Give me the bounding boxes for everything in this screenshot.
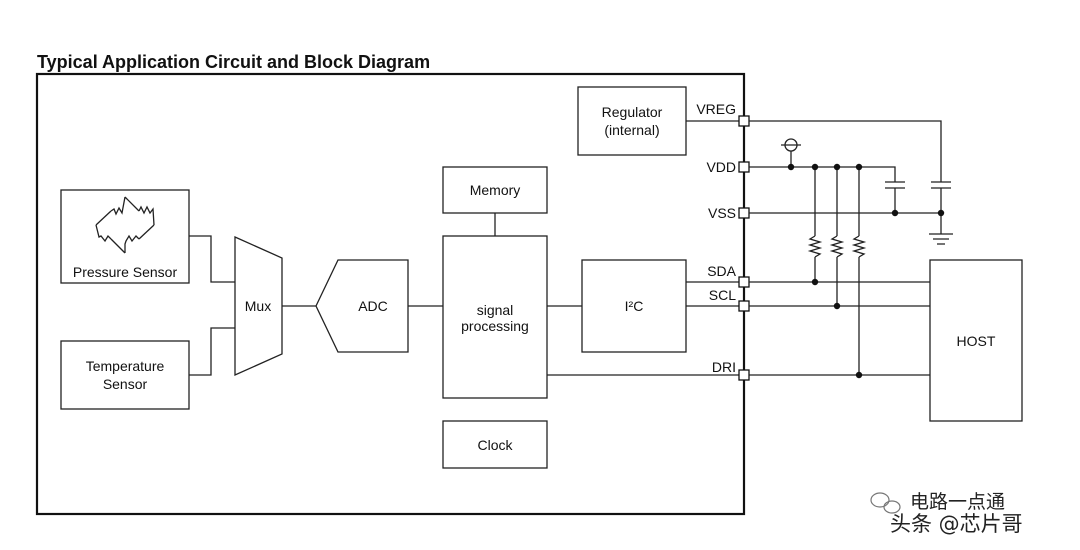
pin-label-vss: VSS	[708, 205, 736, 221]
watermark-line2: 头条 @芯片哥	[890, 512, 1023, 536]
sda-pullup-resistor-icon	[807, 235, 823, 258]
i2c-block: I²C	[581, 259, 687, 353]
wechat-icon	[870, 492, 901, 514]
temperature-sensor-label-line2: Sensor	[103, 376, 148, 392]
pin-vdd	[738, 161, 750, 173]
clock-block: Clock	[442, 420, 548, 469]
mux-label: Mux	[245, 298, 271, 314]
pin-dri	[738, 369, 750, 381]
regulator-label-line1: Regulator	[602, 104, 663, 120]
regulator-label-line2: (internal)	[604, 122, 659, 138]
pin-label-vdd: VDD	[706, 159, 736, 175]
pin-label-dri: DRI	[712, 359, 736, 375]
pin-vreg	[738, 115, 750, 127]
temperature-sensor-block: Temperature Sensor	[60, 340, 190, 410]
i2c-label: I²C	[625, 298, 644, 314]
regulator-block: Regulator (internal)	[577, 86, 687, 156]
chip-boundary	[35, 72, 746, 516]
watermark-line1: 电路一点通	[910, 491, 1005, 513]
dri-pullup-resistor-icon	[851, 235, 867, 258]
adc-block: ADC	[315, 259, 409, 353]
wheatstone-bridge-icon	[95, 196, 155, 254]
pressure-to-mux-wire	[189, 235, 235, 283]
pin-label-scl: SCL	[709, 287, 736, 303]
memory-label: Memory	[470, 182, 521, 198]
clock-label: Clock	[477, 437, 513, 453]
signal-processing-label-line2: processing	[461, 318, 529, 334]
temperature-sensor-label-line1: Temperature	[86, 358, 165, 374]
signal-processing-label-line1: signal	[477, 302, 514, 318]
mux-block: Mux	[234, 235, 283, 377]
host-label: HOST	[957, 333, 996, 349]
host-block: HOST	[929, 259, 1023, 422]
pin-label-vreg: VREG	[696, 101, 736, 117]
adc-label: ADC	[358, 298, 388, 314]
vdd-capacitor-icon	[885, 181, 905, 189]
watermark: 电路一点通 头条 @芯片哥	[870, 491, 1023, 536]
pin-sda	[738, 276, 750, 288]
signal-processing-block: signal processing	[442, 235, 548, 399]
external-circuit	[749, 120, 953, 376]
pin-vss	[738, 207, 750, 219]
vreg-capacitor-icon	[931, 181, 951, 189]
ground-icon	[929, 233, 953, 245]
pressure-sensor-label: Pressure Sensor	[73, 264, 178, 280]
scl-pullup-resistor-icon	[829, 235, 845, 258]
vdd-external-wire	[749, 166, 896, 182]
pressure-sensor-block: Pressure Sensor	[60, 189, 190, 284]
memory-block: Memory	[442, 166, 548, 214]
temperature-to-mux-wire	[189, 327, 235, 376]
vreg-external-wire	[749, 120, 942, 182]
pin-scl	[738, 300, 750, 312]
junction-dots	[787, 163, 945, 379]
diagram-title: Typical Application Circuit and Block Di…	[37, 52, 430, 72]
pin-label-sda: SDA	[707, 263, 736, 279]
